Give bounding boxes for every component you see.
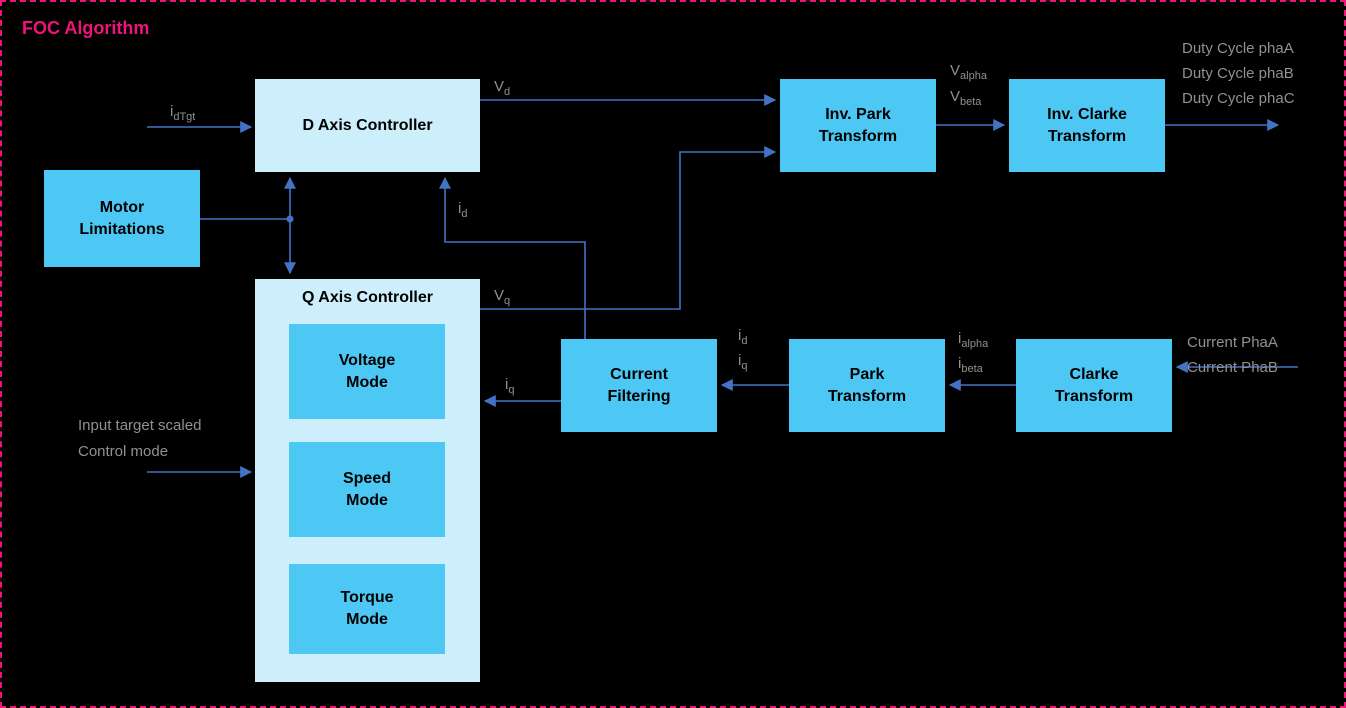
block-speed-mode: Speed Mode bbox=[289, 442, 445, 537]
block-motor-limitations: Motor Limitations bbox=[44, 170, 200, 267]
signal-label-iq-feedback: iq bbox=[505, 376, 515, 396]
junction-dot bbox=[286, 215, 294, 223]
block-voltage-mode: Voltage Mode bbox=[289, 324, 445, 419]
block-label: Mode bbox=[346, 373, 388, 391]
block-clarke-transform: Clarke Transform bbox=[1016, 339, 1172, 432]
block-label: Mode bbox=[346, 611, 388, 628]
signal-label-ibeta: ibeta bbox=[958, 355, 983, 375]
block-inv-clarke-transform: Inv. Clarke Transform bbox=[1009, 79, 1165, 172]
block-label: Filtering bbox=[607, 387, 671, 405]
block-torque-mode: Torque Mode bbox=[289, 564, 445, 654]
signal-label-ialpha: ialpha bbox=[958, 330, 989, 350]
signal-label-iq-mid: iq bbox=[738, 352, 748, 372]
block-label: D Axis Controller bbox=[302, 116, 433, 134]
block-label: Inv. Park bbox=[825, 105, 891, 123]
block-label: Voltage bbox=[338, 351, 396, 369]
block-label: Clarke bbox=[1069, 365, 1119, 383]
label-duty-cycle-phab: Duty Cycle phaB bbox=[1182, 65, 1294, 82]
q-axis-controller-label: Q Axis Controller bbox=[302, 289, 433, 306]
block-label: Current bbox=[610, 365, 668, 383]
diagram-title: FOC Algorithm bbox=[22, 18, 150, 38]
label-current-phaa: Current PhaA bbox=[1187, 334, 1278, 351]
label-control-mode: Control mode bbox=[78, 443, 169, 460]
block-label: Limitations bbox=[79, 220, 165, 238]
block-label: Speed bbox=[342, 469, 391, 487]
signal-label-vq: Vq bbox=[494, 287, 511, 307]
block-current-filtering: Current Filtering bbox=[561, 339, 717, 432]
signal-label-vbeta: Vbeta bbox=[950, 88, 982, 108]
signal-label-vd: Vd bbox=[494, 78, 511, 98]
block-label: Mode bbox=[346, 491, 388, 509]
signal-label-id-mid: id bbox=[738, 327, 748, 347]
block-park-transform: Park Transform bbox=[789, 339, 945, 432]
block-label: Inv. Clarke bbox=[1047, 105, 1127, 123]
block-label: Transform bbox=[818, 127, 898, 145]
block-label: Transform bbox=[827, 387, 907, 405]
block-label: Transform bbox=[1054, 387, 1134, 405]
block-label: Park bbox=[849, 365, 885, 383]
label-duty-cycle-phaa: Duty Cycle phaA bbox=[1182, 40, 1294, 57]
block-inv-park-transform: Inv. Park Transform bbox=[780, 79, 936, 172]
wire-vq bbox=[480, 146, 777, 310]
block-d-axis-controller: D Axis Controller bbox=[255, 79, 480, 172]
signal-label-idtgt: idTgt bbox=[170, 103, 196, 123]
block-label: Transform bbox=[1047, 127, 1127, 145]
label-duty-cycle-phac: Duty Cycle phaC bbox=[1182, 90, 1295, 107]
signal-label-valpha: Valpha bbox=[950, 62, 987, 82]
block-label: Motor bbox=[99, 198, 145, 216]
block-label: Torque bbox=[340, 589, 394, 607]
label-input-target-scaled: Input target scaled bbox=[78, 417, 202, 434]
signal-label-id-feedback: id bbox=[458, 200, 468, 220]
label-current-phab: Current PhaB bbox=[1187, 359, 1278, 376]
